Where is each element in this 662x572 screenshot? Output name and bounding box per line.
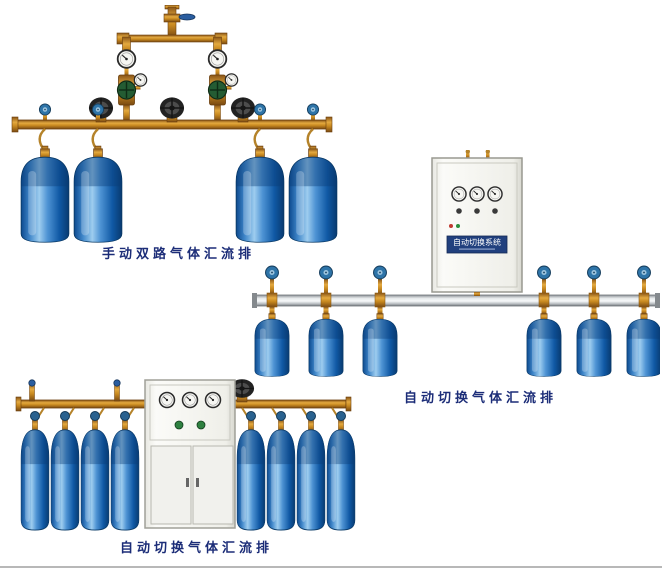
door-handle (186, 478, 189, 487)
cylinder-valve-wheel-icon (306, 103, 320, 116)
gas-cylinder (110, 419, 140, 531)
ball-valve-handle (178, 13, 196, 21)
cylinder-valve-wheel-icon (537, 265, 551, 280)
gas-cylinder (20, 419, 50, 531)
riser-valve (113, 379, 121, 402)
pressure-regulator (118, 50, 147, 121)
outlet-pipe (163, 5, 196, 38)
cylinder-connection (236, 407, 266, 531)
cylinder-connection (326, 407, 356, 531)
auto-switch-wall-illustration: 自动切换系统 (252, 150, 660, 377)
pressure-gauge-icon (204, 391, 222, 409)
control-cabinet: 自动切换系统 (431, 150, 523, 296)
cylinder-valve-wheel-icon (637, 265, 651, 280)
cabinet-door (192, 445, 234, 525)
cylinder-connection (576, 265, 612, 377)
cylinder-connection (254, 265, 290, 377)
cylinder-connection (110, 407, 140, 531)
pressure-gauge-icon (469, 186, 485, 202)
cylinder-connection (50, 407, 80, 531)
cylinder-valve-wheel-icon (246, 411, 256, 421)
cylinder-valve-wheel-icon (30, 411, 40, 421)
control-knob (474, 208, 480, 214)
gas-cylinder (362, 313, 398, 377)
gas-cylinder (73, 148, 123, 243)
shutoff-valve (230, 96, 256, 123)
cylinder-valve-wheel-icon (120, 411, 130, 421)
gas-cylinder (308, 313, 344, 377)
valve-handwheel-icon (159, 96, 185, 120)
cylinder-connection (20, 407, 50, 531)
cylinder-connection (266, 407, 296, 531)
gas-cylinder (50, 419, 80, 531)
cylinder-valve-wheel-icon (265, 265, 279, 280)
pressure-gauge-icon (487, 186, 503, 202)
cylinder-connection (626, 265, 660, 377)
gas-cylinder (80, 419, 110, 531)
valve-knob-green (196, 420, 206, 430)
gas-cylinder (626, 313, 660, 377)
floor-cabinet (144, 379, 236, 529)
cylinder-valve-wheel-icon (253, 103, 267, 116)
cylinder-valve-wheel-icon (587, 265, 601, 280)
product-caption-manual-dual: 手动双路气体汇流排 (102, 246, 256, 261)
cylinder-valve-wheel-icon (38, 103, 52, 116)
product-caption-auto-floor: 自动切换气体汇流排 (120, 540, 274, 555)
pressure-gauge-icon (181, 391, 199, 409)
pressure-gauge-icon (451, 186, 467, 202)
cylinder-valve-wheel-icon (276, 411, 286, 421)
indicator-light-red (449, 224, 453, 228)
manifold-rail (252, 293, 660, 308)
cylinder-valve-wheel-icon (336, 411, 346, 421)
cylinder-connection (526, 265, 562, 377)
gas-cylinder (254, 313, 290, 377)
cylinder-valve-wheel-icon (60, 411, 70, 421)
indicator-light-green (456, 224, 460, 228)
cylinder-valve-wheel-icon (90, 411, 100, 421)
cylinder-valve-wheel-icon (91, 103, 105, 116)
cylinder-valve-wheel-icon (319, 265, 333, 280)
valve-knob-green (174, 420, 184, 430)
cylinder-connection (308, 265, 344, 377)
door-handle (196, 478, 199, 487)
product-caption-auto-wall: 自动切换气体汇流排 (404, 390, 558, 405)
tee-header-pipe (116, 32, 228, 58)
cylinder-connection (80, 407, 110, 531)
manual-dual-manifold-illustration (11, 5, 338, 243)
gas-cylinder (236, 419, 266, 531)
cylinder-connection (296, 407, 326, 531)
valve-handwheel-icon (230, 96, 256, 120)
shutoff-valve (229, 378, 255, 403)
gas-cylinder (576, 313, 612, 377)
gas-cylinder (326, 419, 356, 531)
gas-cylinder (296, 419, 326, 531)
cabinet-door (150, 445, 192, 525)
control-knob (456, 208, 462, 214)
shutoff-valve (159, 96, 185, 123)
cylinder-valve-wheel-icon (373, 265, 387, 280)
pressure-gauge-icon (158, 391, 176, 409)
riser-valve (28, 379, 36, 402)
gas-cylinder (20, 148, 70, 243)
gas-cylinder (526, 313, 562, 377)
cylinder-valve-wheel-icon (306, 411, 316, 421)
cylinder-connection (362, 265, 398, 377)
gas-cylinder (266, 419, 296, 531)
cabinet-label-text: 自动切换系统 (453, 237, 501, 247)
bottom-border-line (0, 566, 662, 568)
control-knob (492, 208, 498, 214)
auto-switch-floor-illustration (15, 378, 356, 531)
